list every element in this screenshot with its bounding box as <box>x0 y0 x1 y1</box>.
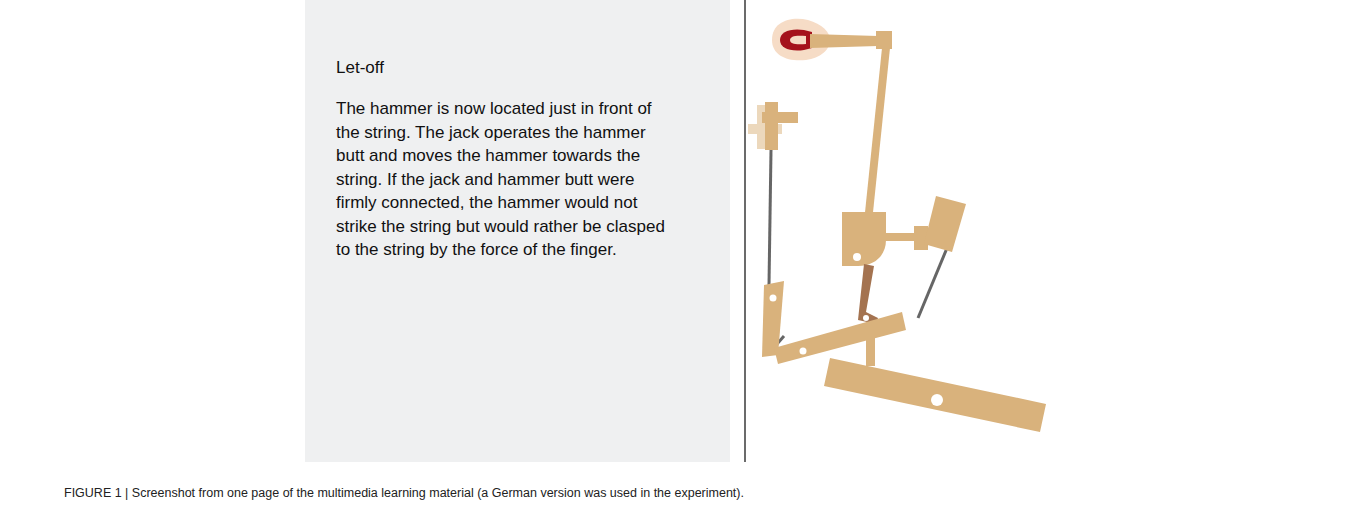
damper <box>748 102 798 150</box>
panel-heading: Let-off <box>336 58 710 78</box>
key <box>824 358 1046 432</box>
springs-wires <box>769 150 952 352</box>
divider-line <box>744 0 746 462</box>
hammer-shank <box>810 31 892 222</box>
regulating-block <box>924 196 966 252</box>
jack <box>858 264 878 324</box>
text-panel: Let-offThe hammer is now located just in… <box>305 0 730 462</box>
jack-pivot <box>863 315 869 321</box>
damper-lever <box>762 281 784 357</box>
panel-body: The hammer is now located just in front … <box>336 97 674 262</box>
hammer-butt <box>842 212 928 266</box>
wippen <box>774 312 906 366</box>
figure-caption: FIGURE 1 | Screenshot from one page of t… <box>64 486 1334 500</box>
